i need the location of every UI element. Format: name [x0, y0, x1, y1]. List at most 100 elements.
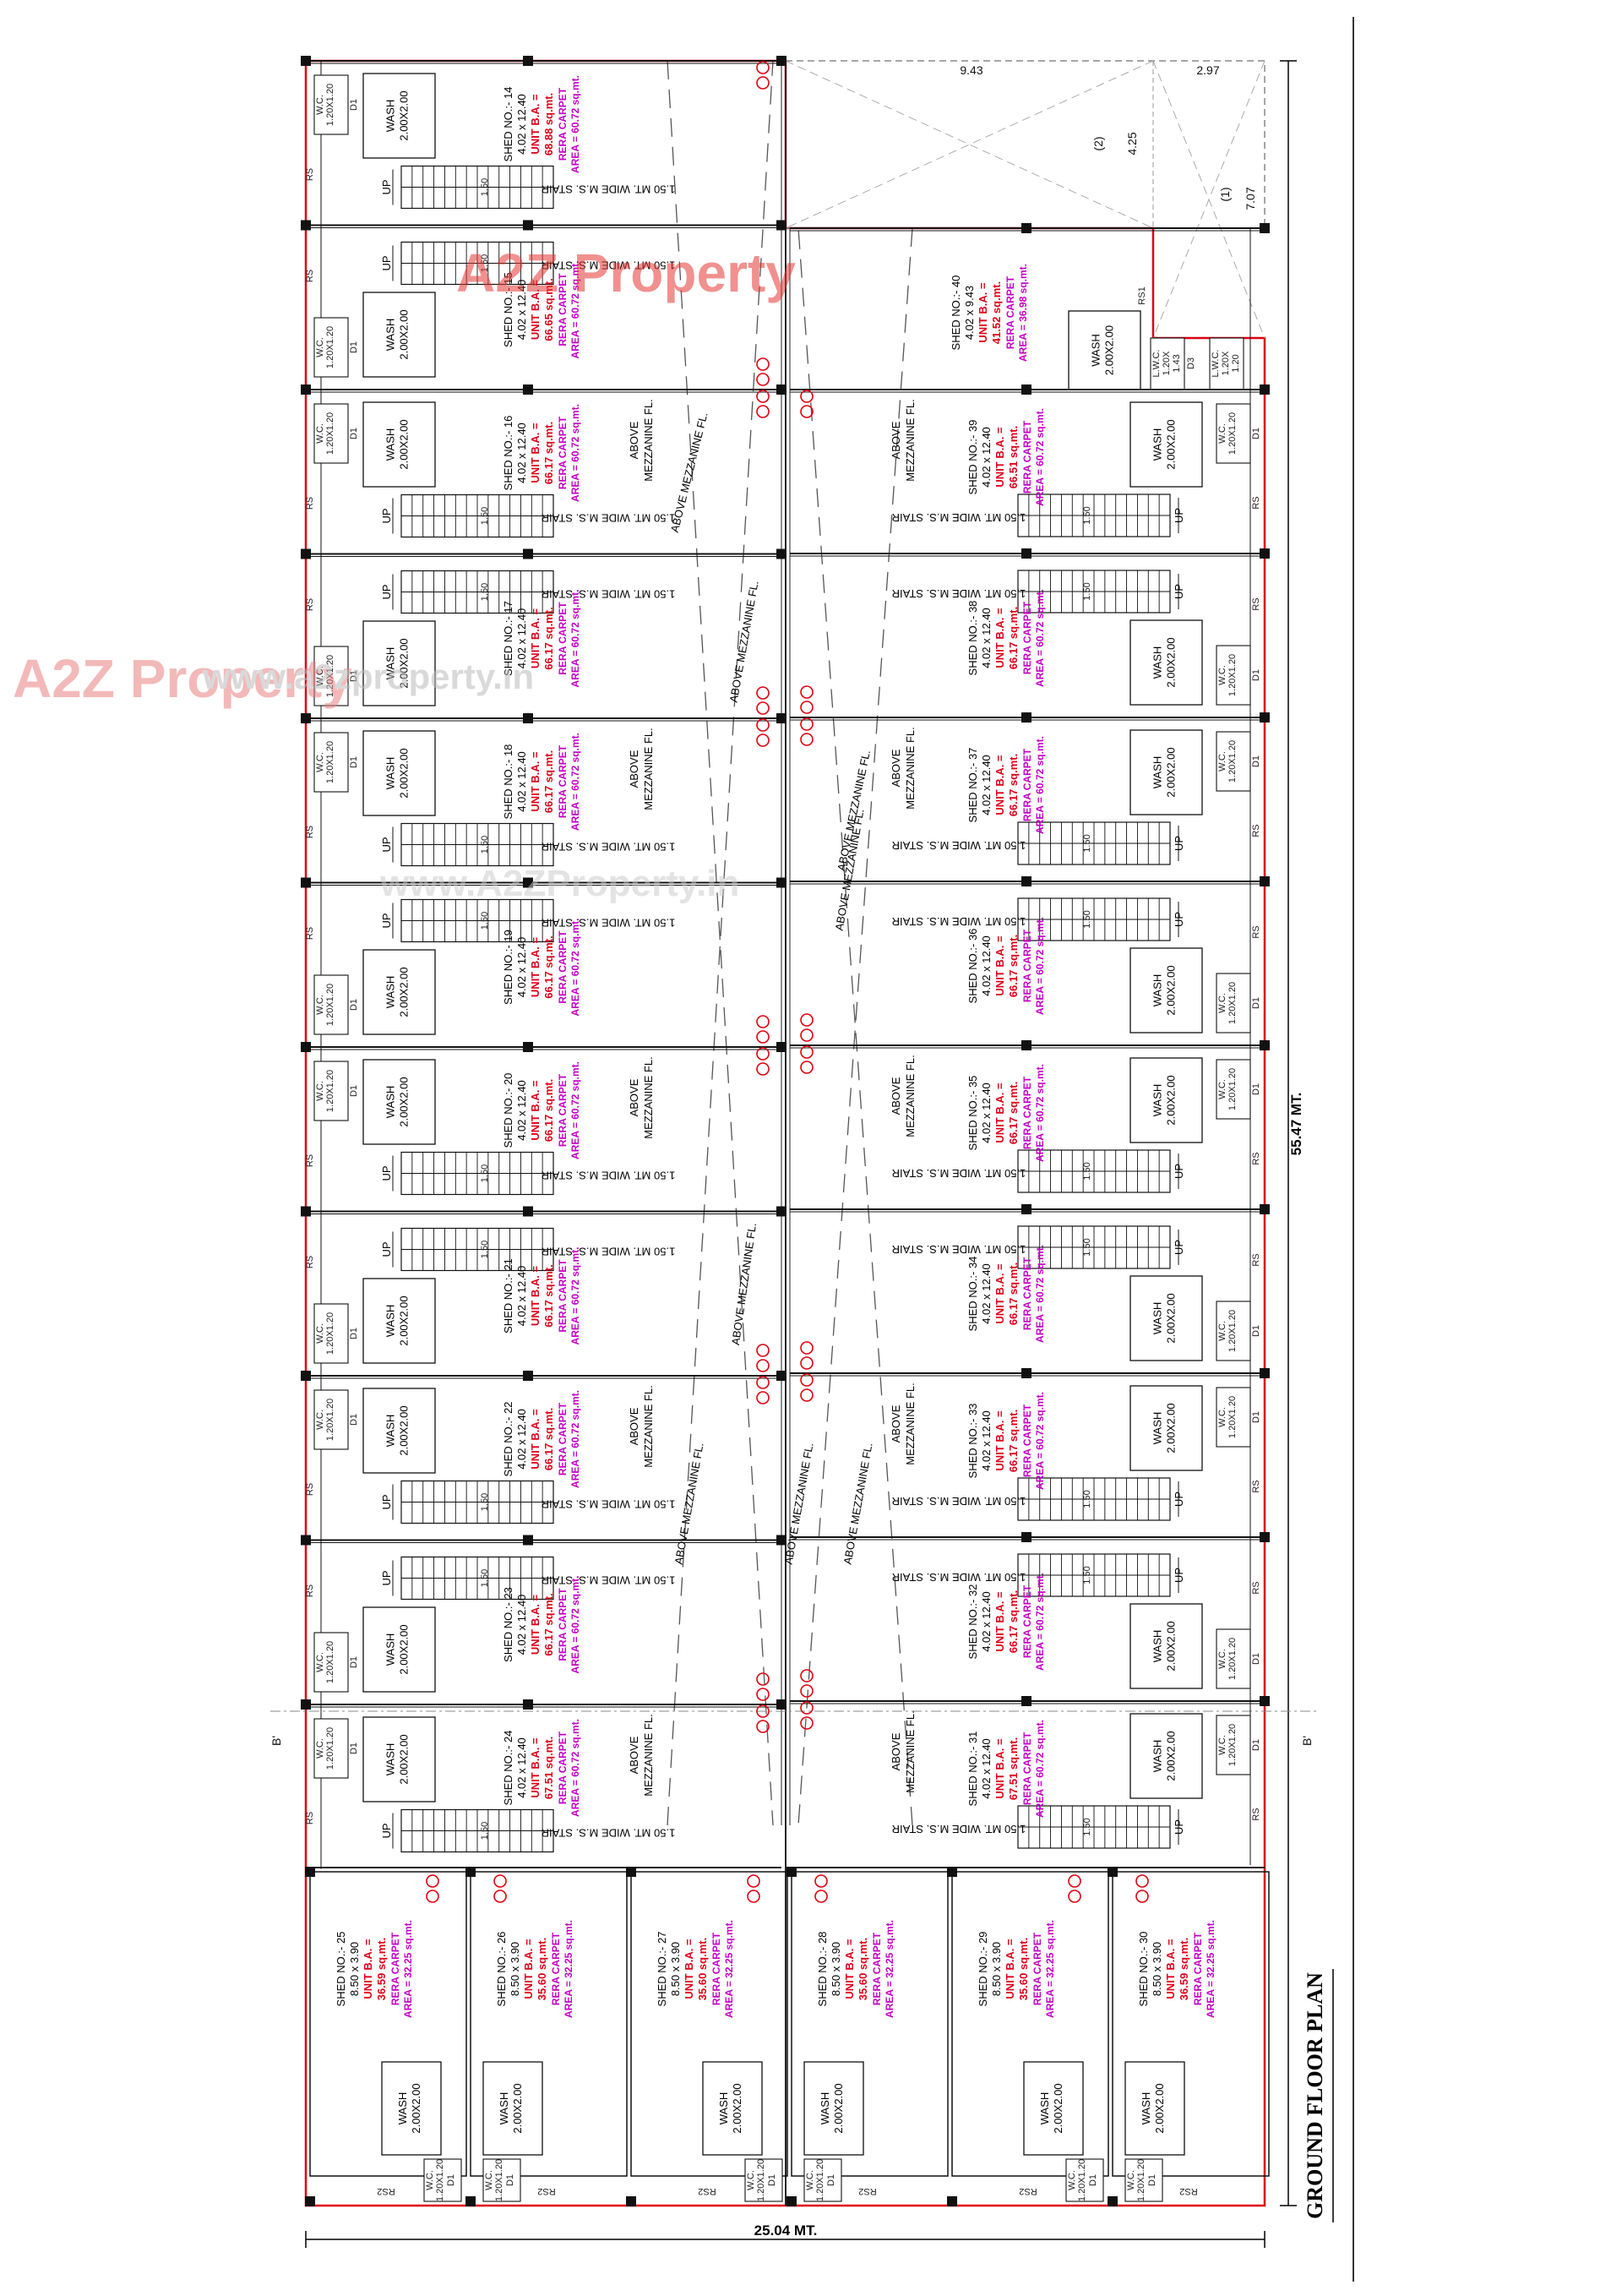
column: [1021, 712, 1031, 723]
column-right: [1260, 876, 1270, 886]
rolling-shutter-mark: [756, 1359, 770, 1372]
wc-label: W.C.: [484, 2170, 494, 2190]
shed-unit-ba-value: 66.17 sq.mt.: [542, 1079, 555, 1142]
wc-box: [1216, 1387, 1251, 1448]
column: [1260, 384, 1270, 395]
wc-size: 1.20X1.20: [325, 84, 335, 126]
watermark-center: www.A2ZProperty.in: [379, 863, 739, 904]
stair-caption: 1.50 MT. WIDE M.S. STAIR: [892, 1243, 1026, 1256]
column-right: [776, 1699, 787, 1710]
wash-room-size: 2.00X2.00: [398, 1624, 411, 1674]
wc-size: 1.20X1.20: [1227, 982, 1238, 1024]
shed-unit-ba-label: UNIT B.A. =: [683, 1939, 695, 1999]
wash-room-size: 2.00X2.00: [1052, 2083, 1064, 2133]
wc-label: W.C.: [1217, 1735, 1227, 1755]
shed-rera-value: AREA = 36.98 sq.mt.: [1017, 264, 1029, 362]
wc-label: W.C.: [746, 2170, 756, 2190]
shed-rera-value: AREA = 32.25 sq.mt.: [723, 1920, 735, 2018]
rolling-shutter-mark: [800, 1716, 814, 1730]
wash-room-size: 2.00X2.00: [832, 2083, 845, 2133]
wc-label: W.C.: [1217, 993, 1227, 1013]
column: [301, 1699, 311, 1710]
shutter-marks: [756, 1704, 770, 1733]
rolling-shutter-mark: [756, 1704, 770, 1718]
column: [301, 548, 311, 559]
column: [465, 1867, 476, 1877]
column-mid: [1021, 1204, 1031, 1214]
column: [1021, 384, 1031, 395]
wash-room-box: [362, 401, 436, 488]
wc-box: [1216, 973, 1251, 1033]
wc-box: [313, 74, 349, 135]
shed-rera-value: AREA = 60.72 sq.mt.: [1034, 1573, 1046, 1671]
wash-room-box: [1129, 401, 1203, 488]
shutter-marks: [1068, 1874, 1081, 1903]
rolling-shutter-mark: [747, 1874, 760, 1888]
wc-size: 1.20X1.20: [756, 2159, 766, 2201]
shed-rera-value: AREA = 60.72 sq.mt.: [569, 733, 581, 831]
shed-unit-ba-label: UNIT B.A. =: [529, 280, 542, 341]
rolling-shutter-mark: [800, 1013, 814, 1027]
ms-stair: [1017, 1149, 1179, 1193]
shed-rera-value: AREA = 60.72 sq.mt.: [569, 1390, 581, 1488]
mezzanine-label: MEZZANINE FL.: [904, 399, 917, 482]
wash-room-label: WASH: [384, 976, 397, 1009]
wash-room-size: 2.00X2.00: [1103, 325, 1116, 375]
shed-unit-ba-value: 66.17 sq.mt.: [1007, 754, 1020, 816]
wc-door: D1: [349, 1328, 359, 1339]
stair-width-label: 1.50: [1082, 506, 1092, 524]
column: [523, 1206, 533, 1217]
watermark-url-center: www.A2ZProperty.in: [379, 863, 739, 904]
shed-unit-ba-label: UNIT B.A. =: [529, 1737, 542, 1798]
wash-room-size: 2.00X2.00: [398, 1295, 411, 1345]
shutter-marks: [756, 686, 770, 715]
wash-room-box: [362, 730, 436, 816]
shed-rera-label: RERA CARPET: [1021, 1732, 1033, 1805]
stair-up-label: UP: [380, 913, 393, 928]
mezzanine-label: MEZZANINE FL.: [642, 1714, 655, 1797]
shed-rera-value: AREA = 60.72 sq.mt.: [1034, 1064, 1046, 1162]
wc-size: 1.20X1.20: [1227, 740, 1238, 783]
wash-room-box: [362, 292, 436, 378]
stair-up-label: UP: [380, 1241, 393, 1257]
column-right: [1260, 1696, 1270, 1706]
shed-number: SHED NO.:- 29: [977, 1932, 989, 2007]
ms-stair: [1017, 1225, 1179, 1269]
shed-size: 4.02 x 12.40: [515, 1266, 528, 1327]
rolling-shutter-mark: [756, 1688, 770, 1701]
overall-width-label: 25.04 MT.: [754, 2222, 818, 2239]
wash-room-label: WASH: [717, 2092, 730, 2125]
shed-outline: [791, 1871, 949, 2177]
wash-room-box: [362, 1716, 436, 1802]
rolling-shutter-mark: [756, 1376, 770, 1389]
column-mid: [1021, 1040, 1031, 1050]
shed-size: 4.02 x 12.40: [980, 935, 993, 996]
rolling-shutter-mark: [756, 1344, 770, 1357]
stair-width-label: 1.50: [480, 178, 490, 196]
wash-room-label: WASH: [1038, 2092, 1051, 2125]
stair-caption: 1.50 MT. WIDE M.S. STAIR: [892, 1571, 1026, 1584]
stair-up-label: UP: [380, 508, 393, 523]
wc-door: D1: [349, 756, 359, 768]
column: [305, 2196, 315, 2206]
ms-stair: [1017, 1553, 1179, 1597]
wc-label: W.C.: [1217, 665, 1227, 685]
column: [787, 2196, 797, 2206]
column: [626, 1867, 636, 1877]
column-right: [1260, 384, 1270, 395]
column-mid: [1021, 712, 1031, 723]
above-label: ABOVE: [890, 1077, 902, 1115]
wc-size: 1.20X1.20: [325, 1399, 335, 1441]
rs-label: RS: [305, 927, 315, 940]
shed-size: 4.02 x 12.40: [980, 608, 993, 668]
